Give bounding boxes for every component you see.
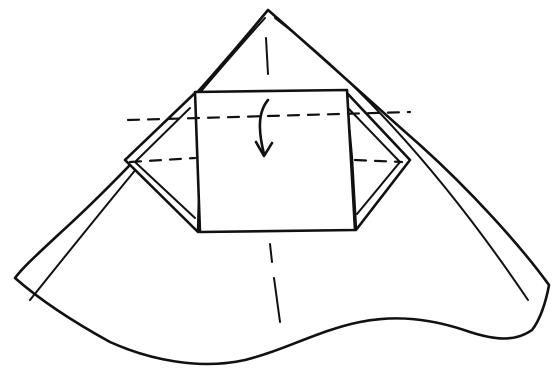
center-square-panel — [195, 90, 355, 232]
